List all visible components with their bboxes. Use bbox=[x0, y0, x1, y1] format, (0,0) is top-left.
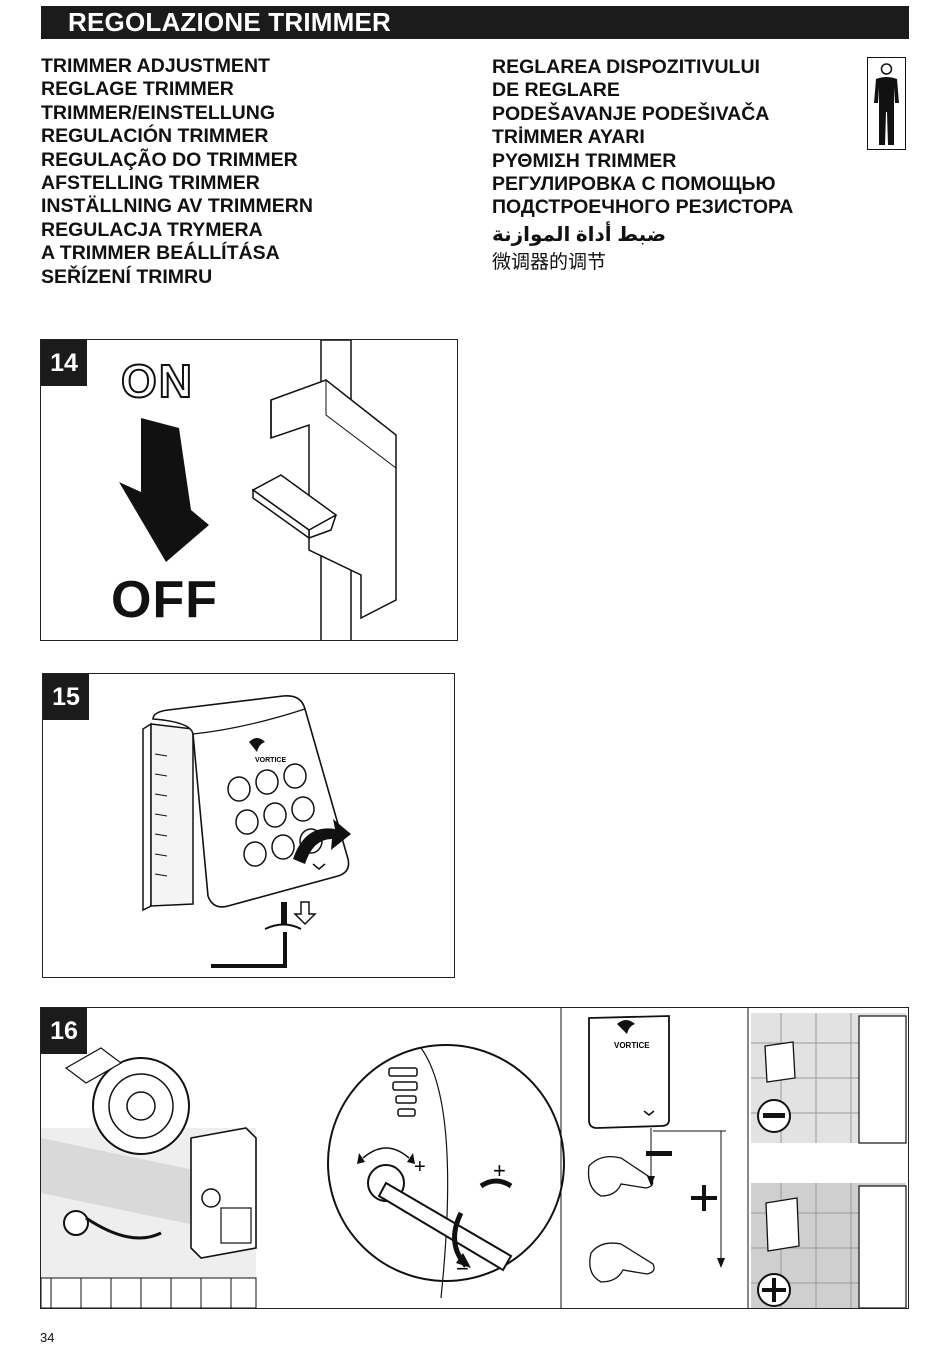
figure-14: 14 ON OFF bbox=[40, 339, 458, 641]
brand-logo: VORTICE bbox=[614, 1041, 650, 1050]
off-label: OFF bbox=[111, 571, 218, 629]
language-title: РЕГУЛИРОВКА С ПОМОЩЬЮ bbox=[492, 173, 776, 196]
hex-key-icon bbox=[211, 932, 287, 968]
figure-16: 16 + − + bbox=[40, 1007, 909, 1309]
page-number: 34 bbox=[40, 1330, 55, 1345]
figure-number: 16 bbox=[41, 1008, 87, 1054]
minus-bar bbox=[646, 1151, 672, 1156]
switch-illustration bbox=[119, 340, 397, 640]
page-title: REGOLAZIONE TRIMMER bbox=[41, 6, 909, 39]
language-title: REGLAGE TRIMMER bbox=[41, 78, 234, 101]
hand-icon bbox=[587, 1155, 655, 1283]
language-title-arabic: ضبط أداة الموازنة bbox=[492, 223, 667, 246]
brand-logo: VORTICE bbox=[255, 757, 286, 764]
trimmer-illustration: + − + VORTICE bbox=[41, 1008, 907, 1308]
controller-illustration: VORTICE bbox=[142, 694, 351, 968]
on-label: ON bbox=[120, 354, 194, 408]
figure-number: 15 bbox=[43, 674, 89, 720]
figure-number: 14 bbox=[41, 340, 87, 386]
language-title: REGULACJA TRYMERA bbox=[41, 218, 263, 241]
language-title: TRIMMER/EINSTELLUNG bbox=[41, 101, 275, 124]
language-title: REGULAÇÃO DO TRIMMER bbox=[41, 148, 298, 171]
language-list-left: TRIMMER ADJUSTMENT REGLAGE TRIMMER TRIMM… bbox=[41, 55, 313, 289]
screwdriver-icon bbox=[377, 1181, 513, 1272]
language-list-right: REGLAREA DISPOZITIVULUI DE REGLARE PODEŠ… bbox=[492, 56, 793, 276]
minus-label: − bbox=[456, 1256, 469, 1281]
language-title: ΡΥΘΜΙΣΗ TRIMMER bbox=[492, 149, 677, 172]
language-title: PODEŠAVANJE PODEŠIVAČA bbox=[492, 102, 770, 125]
language-title: INSTÄLLNING AV TRIMMERN bbox=[41, 195, 313, 218]
language-title: DE REGLARE bbox=[492, 79, 620, 102]
plus-sign bbox=[762, 1278, 786, 1302]
language-title: TRİMMER AYARI bbox=[492, 126, 645, 149]
plus-label: + bbox=[493, 1158, 506, 1183]
language-title-chinese: 微调器的调节 bbox=[492, 251, 607, 273]
screw-down-arrow-icon bbox=[293, 901, 317, 926]
language-title: ПОДСТРОЕЧНОГО РЕЗИСТОРА bbox=[492, 196, 794, 219]
language-title: AFSTELLING TRIMMER bbox=[41, 172, 260, 195]
vortice-logo-icon bbox=[617, 1020, 635, 1034]
plus-sign bbox=[691, 1185, 717, 1211]
minus-bar bbox=[763, 1113, 785, 1118]
down-arrow-icon bbox=[119, 418, 209, 562]
worker-icon bbox=[867, 57, 906, 150]
figure-15: 15 VORTICE bbox=[42, 673, 455, 978]
language-title: SEŘÍZENÍ TRIMRU bbox=[41, 265, 213, 288]
plus-label: + bbox=[414, 1156, 426, 1178]
language-title: TRIMMER ADJUSTMENT bbox=[41, 55, 270, 77]
language-title: REGULACIÓN TRIMMER bbox=[41, 125, 269, 148]
language-title: REGLAREA DISPOZITIVULUI bbox=[492, 56, 760, 78]
language-title: A TRIMMER BEÁLLÍTÁSA bbox=[41, 242, 280, 265]
vortice-logo-icon bbox=[249, 738, 265, 752]
